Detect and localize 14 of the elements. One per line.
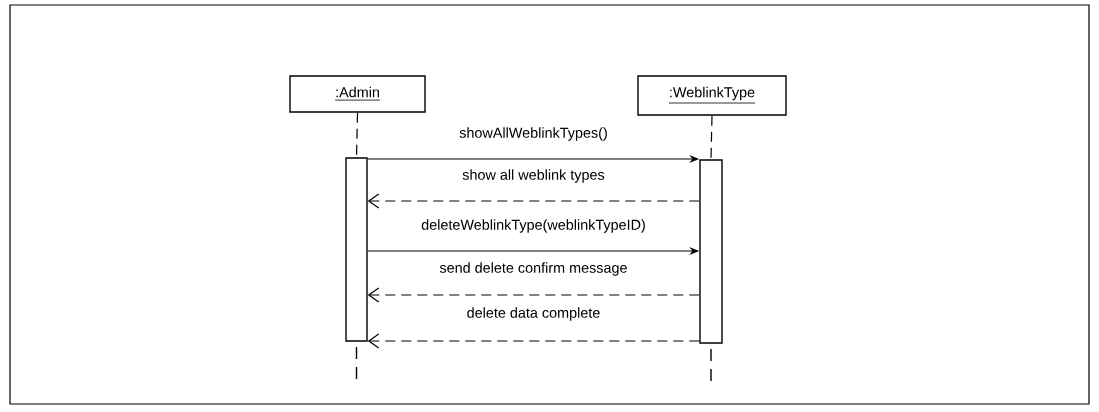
message-label: delete data complete (464, 305, 603, 323)
message-label: showAllWeblinkTypes() (457, 125, 610, 143)
activation-bar (699, 159, 723, 344)
message-label: show all weblink types (460, 167, 607, 185)
message-label: deleteWeblinkType(weblinkTypeID) (419, 217, 648, 235)
message-label: send delete confirm message (437, 260, 630, 278)
lifeline (710, 115, 713, 160)
return-arrow (367, 287, 700, 303)
return-arrow (367, 333, 700, 349)
return-arrow (367, 193, 700, 209)
object-box: :WeblinkType (637, 75, 787, 116)
activation-bar (345, 157, 368, 342)
object-box: :Admin (289, 75, 426, 113)
lifeline (355, 112, 359, 158)
